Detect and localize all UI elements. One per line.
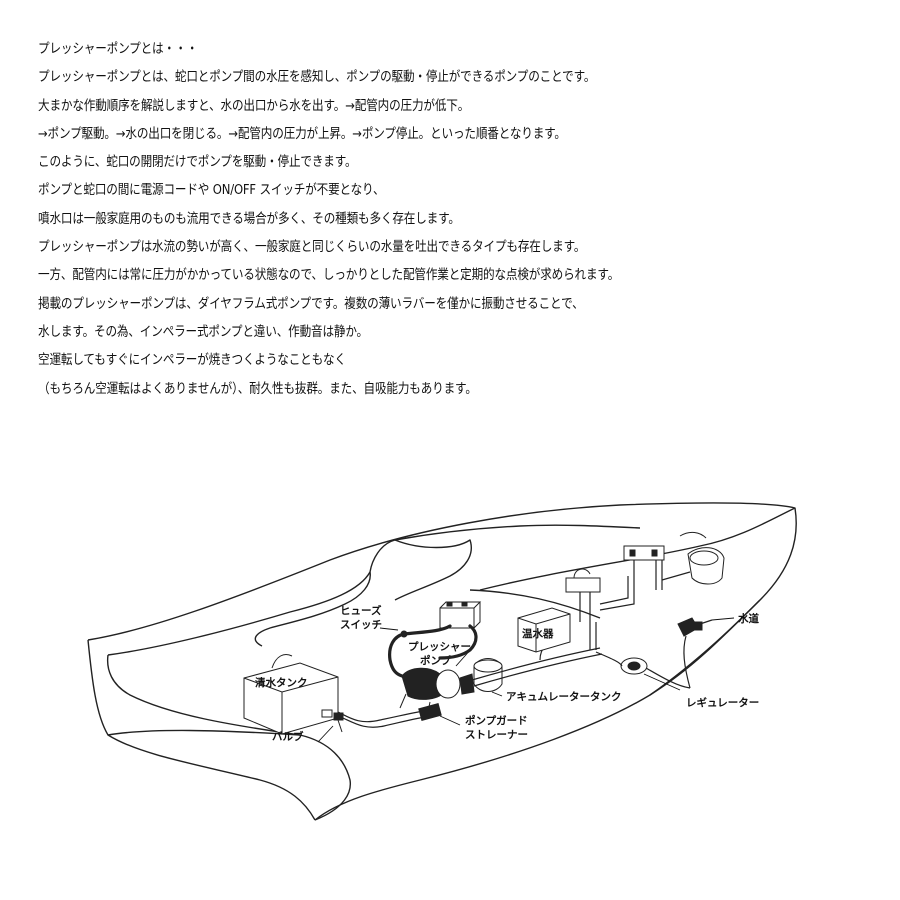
valve-icon: バルブ — [272, 709, 344, 743]
fresh-water-tank-label: 清水タンク — [255, 676, 308, 689]
water-supply-label: 水道 — [737, 612, 759, 625]
fresh-water-tank: 清水タンク — [243, 654, 339, 735]
water-heater-label: 温水器 — [522, 627, 554, 640]
boat-hull-outline — [87, 502, 797, 821]
text-line-title: プレッシャーポンプとは・・・ — [38, 41, 198, 57]
text-line: 掲載のプレッシャーポンプは、ダイヤフラム式ポンプです。複数の薄いラバーを僅かに振… — [38, 295, 584, 312]
text-line: 一方、配管内には常に圧力がかかっている状態なので、しっかりとした配管作業と定期的… — [38, 267, 620, 284]
boat-plumbing-diagram: 清水タンク バルブ ポンプガード ストレーナー プレッシャー — [0, 480, 900, 900]
switch-label: スイッチ — [340, 619, 382, 631]
accumulator-tank-icon: アキュムレータータンク — [473, 658, 622, 703]
faucet-icon — [565, 568, 635, 622]
accumulator-tank-label: アキュムレータータンク — [506, 691, 622, 703]
pump-guard-label-line2: ストレーナー — [465, 729, 528, 741]
text-line: このように、蛇口の開閉だけでポンプを駆動・停止できます。 — [38, 154, 357, 171]
regulator-label: レギュレーター — [686, 696, 759, 709]
text-line: （もちろん空運転はよくありませんが）、耐久性も抜群。また、自吸能力もあります。 — [38, 380, 477, 397]
regulator-icon: レギュレーター — [595, 651, 759, 709]
text-line: ポンプと蛇口の間に電源コードや ON/OFF スイッチが不要となり、 — [38, 182, 385, 199]
pump-guard-label-line1: ポンプガード — [465, 714, 528, 727]
valve-label: バルブ — [272, 730, 304, 743]
text-line: 大まかな作動順序を解説しますと、水の出口から水を出す。→配管内の圧力が低下。 — [38, 97, 470, 114]
pressure-pump-label-line1: プレッシャー — [408, 640, 471, 653]
toilet-icon — [661, 531, 725, 585]
text-line: プレッシャーポンプとは、蛇口とポンプ間の水圧を感知し、ポンプの駆動・停止ができる… — [38, 69, 596, 86]
text-line: 空運転してもすぐにインペラーが焼きつくようなこともなく — [38, 352, 346, 369]
water-supply-inlet-icon: 水道 — [677, 612, 759, 689]
description-text: プレッシャーポンプとは・・・ プレッシャーポンプとは、蛇口とポンプ間の水圧を感知… — [38, 40, 878, 408]
water-heater-icon: 温水器 — [517, 607, 571, 653]
pressure-pump-label-line2: ポンプ — [420, 654, 452, 667]
fuse-label: ヒューズ — [340, 604, 382, 617]
text-line: プレッシャーポンプは水流の勢いが高く、一般家庭と同じくらいの水量を吐出できるタイ… — [38, 239, 586, 256]
text-line: 水します。その為、インペラー式ポンプと違い、作動音は静か。 — [38, 323, 368, 340]
pressure-pump-icon: プレッシャー ポンプ — [399, 640, 475, 713]
pump-guard-strainer-icon: ポンプガード ストレーナー — [418, 703, 528, 741]
fuse-switch-wiring: ヒューズ スイッチ — [340, 601, 482, 678]
text-line: 噴水口は一般家庭用のものも流用できる場合が多く、その種類も多く存在します。 — [38, 210, 460, 227]
shower-mixer-icon — [623, 545, 665, 590]
text-line: →ポンプ駆動。→水の出口を閉じる。→配管内の圧力が上昇。→ポンプ停止。といった順… — [38, 125, 566, 142]
